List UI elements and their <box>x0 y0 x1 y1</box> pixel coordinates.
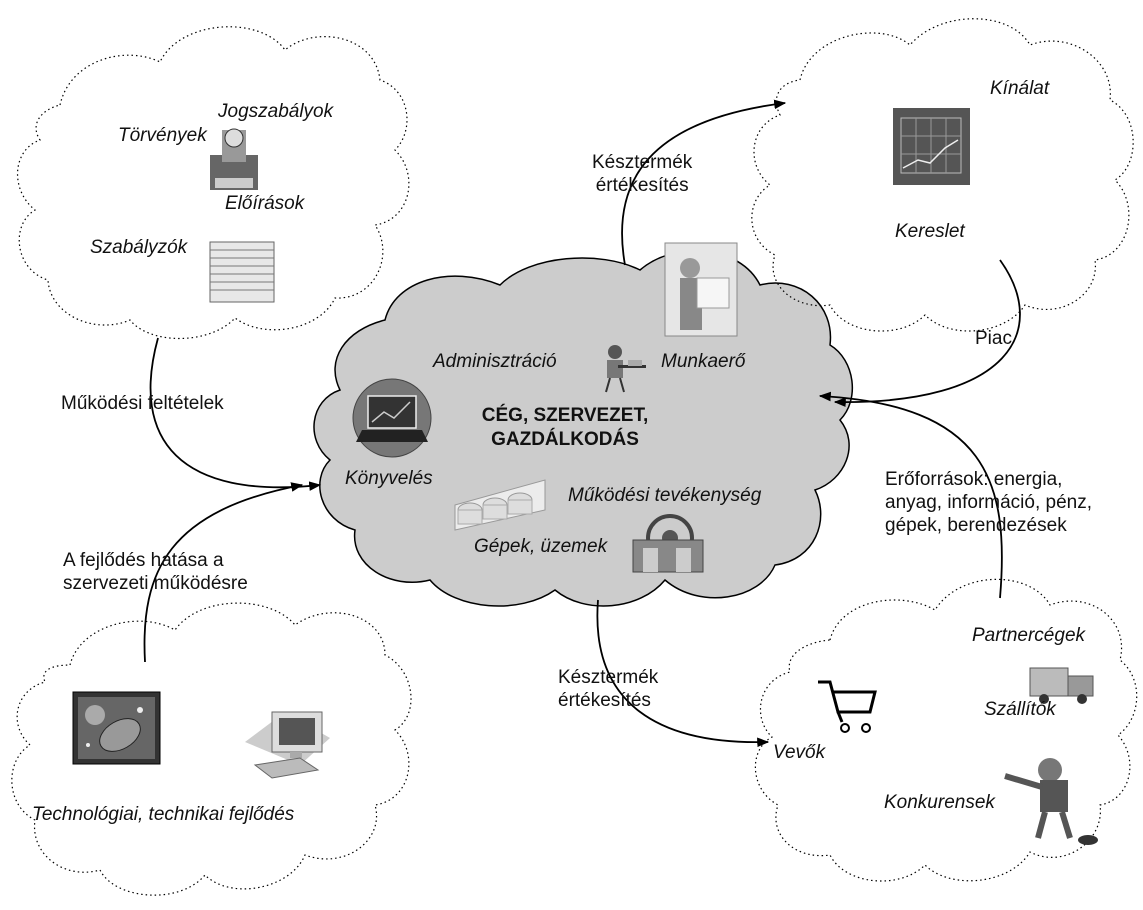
arrow-resources <box>818 391 1003 599</box>
machines-label: Gépek, üzemek <box>474 536 608 557</box>
prescriptions-label: Előírások <box>225 193 305 214</box>
competitor-figure-icon <box>1004 758 1098 845</box>
delivery-truck-icon <box>1029 667 1094 704</box>
arrow-sales-top <box>621 99 787 266</box>
regulations-cloud <box>16 26 410 340</box>
demand-label: Kereslet <box>895 221 965 242</box>
shopping-cart-icon <box>818 680 877 733</box>
arrow-development-impact <box>143 482 304 663</box>
suppliers-label: Szállítók <box>984 699 1056 720</box>
technology-caption: Technológiai, technikai fejlődés <box>32 804 295 825</box>
technology-cloud <box>11 602 412 896</box>
development-impact-label: A fejlődés hatása a szervezeti működésre <box>63 550 248 594</box>
sales-bottom-label: Késztermék értékesítés <box>558 667 659 711</box>
judge-icon <box>210 128 258 190</box>
laws-label: Törvények <box>118 125 207 146</box>
sales-top-label: Késztermék értékesítés <box>592 152 693 196</box>
operations-label: Működési tevékenység <box>568 485 762 506</box>
policies-label: Szabályzók <box>90 237 188 258</box>
market-label: Piac <box>975 328 1012 349</box>
machine-gear-icon <box>632 514 704 573</box>
laptop-icon <box>352 378 432 458</box>
arrow-sales-bottom <box>596 599 770 748</box>
office-worker-icon <box>605 345 646 393</box>
workforce-label: Munkaerő <box>661 351 746 372</box>
accounting-label: Könyvelés <box>345 468 433 489</box>
document-stack-icon <box>209 241 275 303</box>
legal-rules-label: Jogszabályok <box>218 101 334 122</box>
center-title: CÉG, SZERVEZET, GAZDÁLKODÁS <box>481 405 649 450</box>
administration-label: Adminisztráció <box>433 351 557 372</box>
architect-icon <box>664 242 738 337</box>
computer-icon <box>245 711 330 779</box>
arrow-operating-conditions <box>149 337 322 491</box>
arrow-market <box>833 259 1021 407</box>
partner-firms-label: Partnercégek <box>972 625 1086 646</box>
supply-label: Kínálat <box>990 78 1050 99</box>
competitors-label: Konkurensek <box>884 792 995 813</box>
buyers-label: Vevők <box>773 742 826 763</box>
center-cloud <box>313 250 854 607</box>
chart-board-icon <box>893 108 970 185</box>
market-cloud <box>751 18 1134 332</box>
factory-tanks-icon <box>454 479 546 531</box>
operating-conditions-label: Működési feltételek <box>61 393 224 414</box>
satellite-icon <box>72 691 161 765</box>
resources-label: Erőforrások: energia, anyag, információ,… <box>885 469 1093 536</box>
